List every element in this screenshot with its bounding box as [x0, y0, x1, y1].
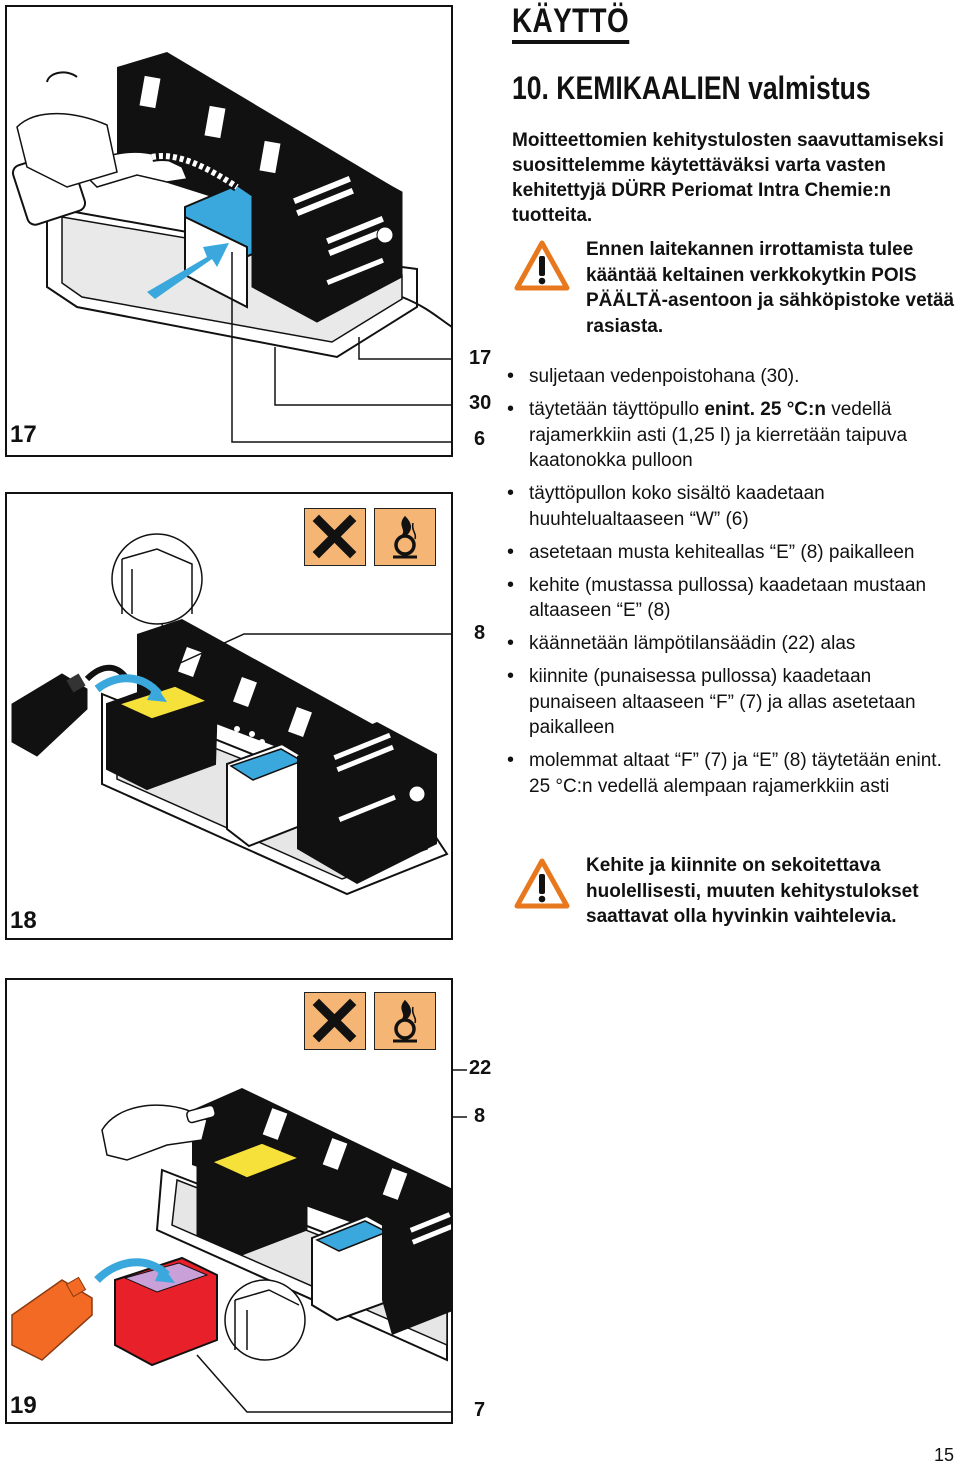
intro-paragraph: Moitteettomien kehitystulosten saavuttam… [512, 130, 944, 226]
list-item: kiinnite (punaisessa pullossa) kaadetaan… [507, 664, 957, 741]
figure-19-illustration [11, 1088, 451, 1413]
callout-7: 7 [474, 1399, 486, 1421]
list-item: molemmat altaat “F” (7) ja “E” (8) täyte… [507, 748, 957, 799]
page-number: 15 [934, 1445, 955, 1465]
figure-18-panel [5, 492, 453, 940]
figure-19-number: 19 [10, 1392, 37, 1419]
list-item: asetetaan musta kehiteallas “E” (8) paik… [507, 540, 957, 566]
figure-17-illustration [11, 52, 451, 443]
callout-8: 8 [474, 622, 486, 644]
oxidizing-flame-icon [374, 508, 436, 566]
warning-mixing-text: Kehite ja kiinnite on sekoitettava huole… [586, 855, 919, 927]
figure-17-number: 17 [10, 421, 37, 448]
oxidizing-flame-icon [374, 992, 436, 1050]
callout-6: 6 [474, 428, 486, 450]
list-item: täytetään täyttöpullo enint. 25 °C:n ved… [507, 397, 957, 474]
callout-30: 30 [469, 392, 492, 414]
max-temp-emphasis: enint. 25 °C:n [704, 399, 826, 420]
callout-22: 22 [469, 1057, 492, 1079]
callout-8: 8 [474, 1105, 486, 1127]
warning-unplug-text: Ennen laitekannen irrottamista tulee kää… [586, 239, 955, 337]
leader-line-extensions [453, 1069, 467, 1118]
list-item: kehite (mustassa pullossa) kaadetaan mus… [507, 573, 957, 624]
harmful-x-icon [304, 508, 366, 566]
warning-triangle-icon [514, 240, 570, 291]
figure-19-panel [5, 978, 453, 1424]
warning-triangle-icon [514, 858, 570, 909]
figure-18-number: 18 [10, 907, 37, 934]
list-item: käännetään lämpötilansäädin (22) alas [507, 631, 957, 657]
list-item: täyttöpullon koko sisältö kaadetaan huuh… [507, 481, 957, 532]
section-title: KÄYTTÖ [512, 2, 630, 44]
figure-18-illustration [11, 533, 451, 896]
callout-17: 17 [469, 347, 492, 369]
procedure-steps: suljetaan vedenpoistohana (30). täytetää… [507, 364, 957, 807]
chapter-title: 10. KEMIKAALIEN valmistus [512, 70, 871, 106]
list-item: suljetaan vedenpoistohana (30). [507, 364, 957, 390]
figure-17-panel [5, 5, 453, 457]
harmful-x-icon [304, 992, 366, 1050]
